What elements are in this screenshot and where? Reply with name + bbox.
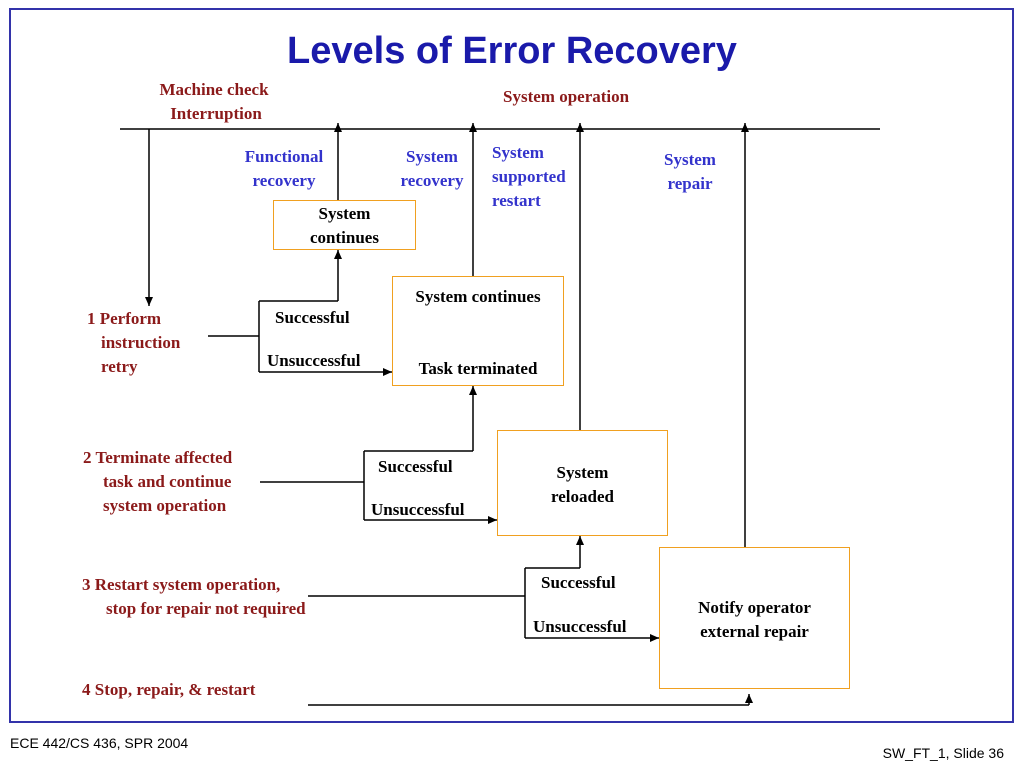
functional-recovery-line2: recovery: [252, 171, 316, 190]
level2-line1: 2 Terminate affected: [83, 448, 233, 467]
level2-label: 2 Terminate affected task and continue s…: [83, 446, 232, 518]
system-operation-label: System operation: [503, 87, 630, 106]
system-recovery-line2: recovery: [400, 171, 464, 190]
box3-line2: reloaded: [551, 487, 614, 506]
machine-check-line2: Interruption: [170, 104, 262, 123]
level3-line1: 3 Restart system operation,: [82, 575, 281, 594]
functional-recovery-line1: Functional: [244, 147, 324, 166]
level2-line3: system operation: [103, 496, 227, 515]
box2-line2: Task terminated: [418, 359, 538, 378]
level4-label: 4 Stop, repair, & restart: [82, 680, 256, 699]
supported-restart-line1: System: [492, 143, 544, 162]
system-repair-label: System repair: [650, 148, 730, 196]
system-recovery-line1: System: [406, 147, 458, 166]
system-supported-restart-label: System supported restart: [492, 141, 566, 213]
box-system-continues: System continues: [273, 200, 416, 250]
l2-successful-label: Successful: [378, 457, 453, 476]
level3-line2: stop for repair not required: [106, 599, 306, 618]
level1-line3: retry: [101, 357, 138, 376]
footer-course: ECE 442/CS 436, SPR 2004: [10, 735, 189, 751]
slide-frame: [9, 8, 1014, 723]
machine-check-line1: Machine check: [159, 80, 269, 99]
l1-unsuccessful-label: Unsuccessful: [267, 351, 361, 370]
box4-line2: external repair: [700, 622, 809, 641]
system-recovery-label: System recovery: [392, 145, 472, 193]
machine-check-label: Machine check Interruption: [138, 78, 290, 126]
box-notify-operator: Notify operator external repair: [659, 547, 850, 689]
box1-line1: System: [318, 204, 371, 223]
l3-successful-label: Successful: [541, 573, 616, 592]
footer-slide-number: SW_FT_1, Slide 36: [882, 745, 1004, 761]
l3-unsuccessful-label: Unsuccessful: [533, 617, 627, 636]
level1-line2: instruction: [101, 333, 181, 352]
level3-label: 3 Restart system operation, stop for rep…: [82, 573, 306, 621]
level2-line2: task and continue: [103, 472, 232, 491]
box-system-continues-task-terminated: System continues Task terminated: [392, 276, 564, 386]
slide-title: Levels of Error Recovery: [287, 30, 737, 72]
box1-line2: continues: [310, 228, 379, 247]
l1-successful-label: Successful: [275, 308, 350, 327]
box-system-reloaded: System reloaded: [497, 430, 668, 536]
box3-line1: System: [556, 463, 609, 482]
supported-restart-line2: supported: [492, 167, 566, 186]
box4-line1: Notify operator: [698, 598, 811, 617]
system-repair-line1: System: [664, 150, 716, 169]
l2-unsuccessful-label: Unsuccessful: [371, 500, 465, 519]
level1-label: 1 Perform instruction retry: [87, 307, 180, 379]
functional-recovery-label: Functional recovery: [232, 145, 336, 193]
system-repair-line2: repair: [667, 174, 713, 193]
level1-line1: 1 Perform: [87, 309, 162, 328]
supported-restart-line3: restart: [492, 191, 541, 210]
box2-line1: System continues: [415, 287, 541, 306]
